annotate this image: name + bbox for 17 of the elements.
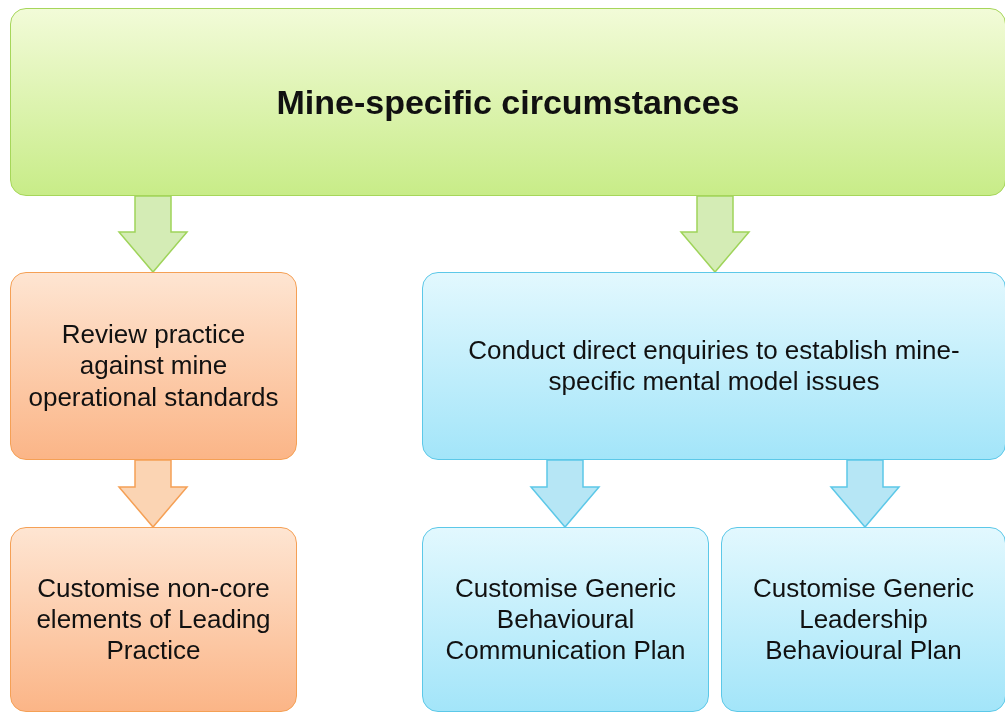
block-arrow <box>117 195 189 274</box>
box-text: Customise Generic Leadership Behavioural Plan <box>751 572 976 667</box>
block-arrow <box>529 459 601 529</box>
box-text: Conduct direct enquiries to establish mine-specific mental model issues <box>467 334 961 398</box>
box-text: Customise Generic Behavioural Communication Plan <box>444 572 687 667</box>
process-box <box>422 272 1005 460</box>
process-box <box>10 272 297 460</box>
block-arrow <box>679 195 751 274</box>
heading-box <box>10 8 1005 196</box>
process-box <box>422 527 709 712</box>
box-text: Customise non-core elements of Leading Practice <box>35 572 272 667</box>
box-text: Review practice against mine operational standards <box>27 319 280 413</box>
block-arrow <box>117 459 189 529</box>
block-arrow <box>829 459 901 529</box>
box-text: Mine-specific circumstances <box>276 81 740 123</box>
process-box <box>10 527 297 712</box>
process-box <box>721 527 1005 712</box>
